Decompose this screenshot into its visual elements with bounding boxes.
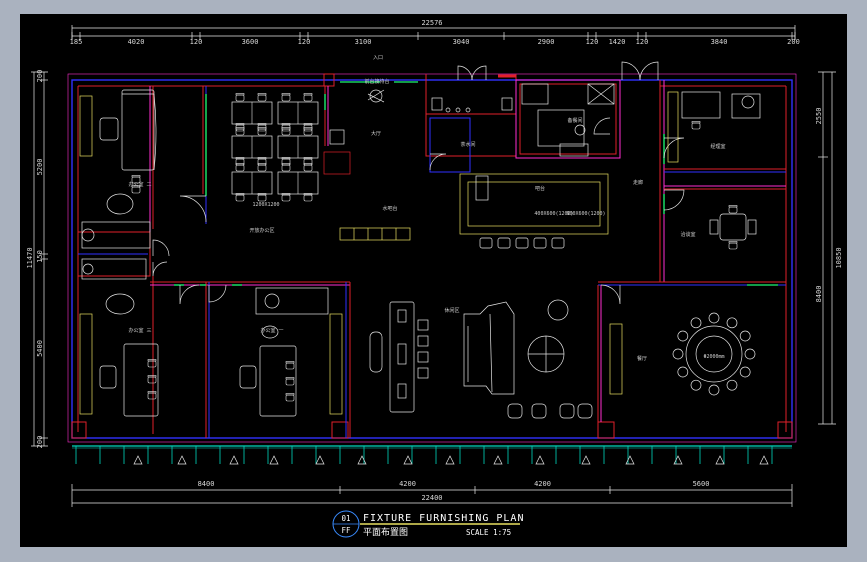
dim-top-total: 22576: [421, 19, 442, 27]
dim-top-segment: 4020: [128, 38, 145, 46]
dim-left-segment: 200: [36, 436, 44, 449]
column-marker-icon: [315, 455, 325, 465]
furniture: [79, 83, 761, 419]
dim-top-segment: 3040: [453, 38, 470, 46]
column-marker-icon: [445, 455, 455, 465]
facade-grid: [72, 445, 792, 465]
columns: [71, 73, 793, 439]
title-subtitle: 平面布置图: [363, 526, 408, 538]
label-mid-lower-office: 办公室 一: [260, 327, 283, 334]
dim-top-segment: 3600: [242, 38, 259, 46]
column-marker-icon: [177, 455, 187, 465]
interior-walls: [78, 74, 786, 438]
dim-top-segment: 200: [787, 38, 800, 46]
label-counter-note-b: 600X600(1200): [566, 211, 605, 217]
dim-top-segment: 3840: [711, 38, 728, 46]
bottom-dimension: [71, 484, 793, 507]
column-marker-icon: [493, 455, 503, 465]
right-dimension: [818, 71, 836, 425]
dim-right-bottom: 8400: [815, 286, 823, 303]
label-lounge: 休闲区: [444, 307, 459, 314]
floor-plan: 22576 185 4020 120 3600 120 3100 3040 2900 120 14…: [26, 19, 843, 538]
column-marker-icon: [715, 455, 725, 465]
dim-bottom-segment: 4200: [534, 480, 551, 488]
dim-bottom-segment: 8400: [198, 480, 215, 488]
dim-top-segment: 2900: [538, 38, 555, 46]
dim-bottom-segment: 4200: [399, 480, 416, 488]
column-marker-icon: [625, 455, 635, 465]
dim-right-total: 10850: [835, 247, 843, 268]
label-tea-room: 茶水间: [460, 141, 475, 148]
dim-left-total: 11470: [26, 247, 34, 268]
label-bar: 吧台: [535, 185, 545, 192]
title-text: FIXTURE FURNISHING PLAN: [363, 513, 524, 524]
doors: [152, 61, 685, 305]
dim-top-segment: 120: [190, 38, 203, 46]
title-number: 01: [341, 514, 350, 523]
column-marker-icon: [759, 455, 769, 465]
column-marker-icon: [269, 455, 279, 465]
dim-top-segment: 120: [298, 38, 311, 46]
room-labels: 入口 前台接待台 办公室 二 办公室 三 办公室 一 开放办公区 1200X12…: [128, 55, 725, 362]
label-corridor: 走廊: [633, 179, 643, 186]
column-marker-icon: [581, 455, 591, 465]
dim-left-segment: 5200: [36, 159, 44, 176]
dim-top-segment: 120: [636, 38, 649, 46]
label-hall: 大厅: [371, 130, 381, 137]
column-marker-icon: [535, 455, 545, 465]
column-marker-icon: [357, 455, 367, 465]
label-entrance: 入口: [373, 55, 383, 61]
label-desk-size: 1200X1200: [252, 202, 279, 208]
column-marker-icon: [229, 455, 239, 465]
glass-partitions: [174, 81, 778, 286]
dim-left-segment: 200: [36, 70, 44, 83]
drawing-sheet: 22576 185 4020 120 3600 120 3100 3040 2900 120 14…: [20, 14, 847, 547]
label-counter-note-a: 400X600(1200): [534, 211, 573, 217]
label-water-bar: 水吧台: [382, 205, 397, 212]
dim-bottom-total: 22400: [421, 494, 442, 502]
top-dimension: [71, 25, 796, 40]
label-table-size: Φ2000mm: [703, 354, 724, 360]
title-block: 01 FF FIXTURE FURNISHING PLAN 平面布置图 SCAL…: [332, 510, 524, 538]
dim-bottom-segment: 5600: [693, 480, 710, 488]
label-left-lower-office: 办公室 三: [128, 327, 151, 334]
dim-top-segment: 1420: [609, 38, 626, 46]
column-marker-icon: [133, 455, 143, 465]
label-reception-desk: 前台接待台: [364, 78, 389, 85]
label-dining: 餐厅: [637, 355, 647, 362]
dim-right-top: 2550: [815, 108, 823, 125]
dim-top-segment: 3100: [355, 38, 372, 46]
label-left-upper-office: 办公室 二: [128, 181, 151, 188]
dim-top-segment: 185: [70, 38, 83, 46]
left-dimension: [31, 71, 48, 447]
dim-left-segment: 5400: [36, 340, 44, 357]
dim-left-segment: 150: [36, 250, 44, 263]
label-pantry: 备餐间: [567, 117, 582, 124]
column-marker-icon: [403, 455, 413, 465]
label-open-office: 开放办公区: [249, 227, 274, 234]
outer-walls: [67, 73, 797, 443]
label-right-top-office: 经理室: [710, 143, 725, 150]
dim-top-segment: 120: [586, 38, 599, 46]
title-scale: SCALE 1:75: [466, 528, 511, 537]
column-marker-icon: [673, 455, 683, 465]
title-sheet: FF: [341, 526, 351, 535]
label-meeting-small: 洽谈室: [680, 231, 695, 238]
